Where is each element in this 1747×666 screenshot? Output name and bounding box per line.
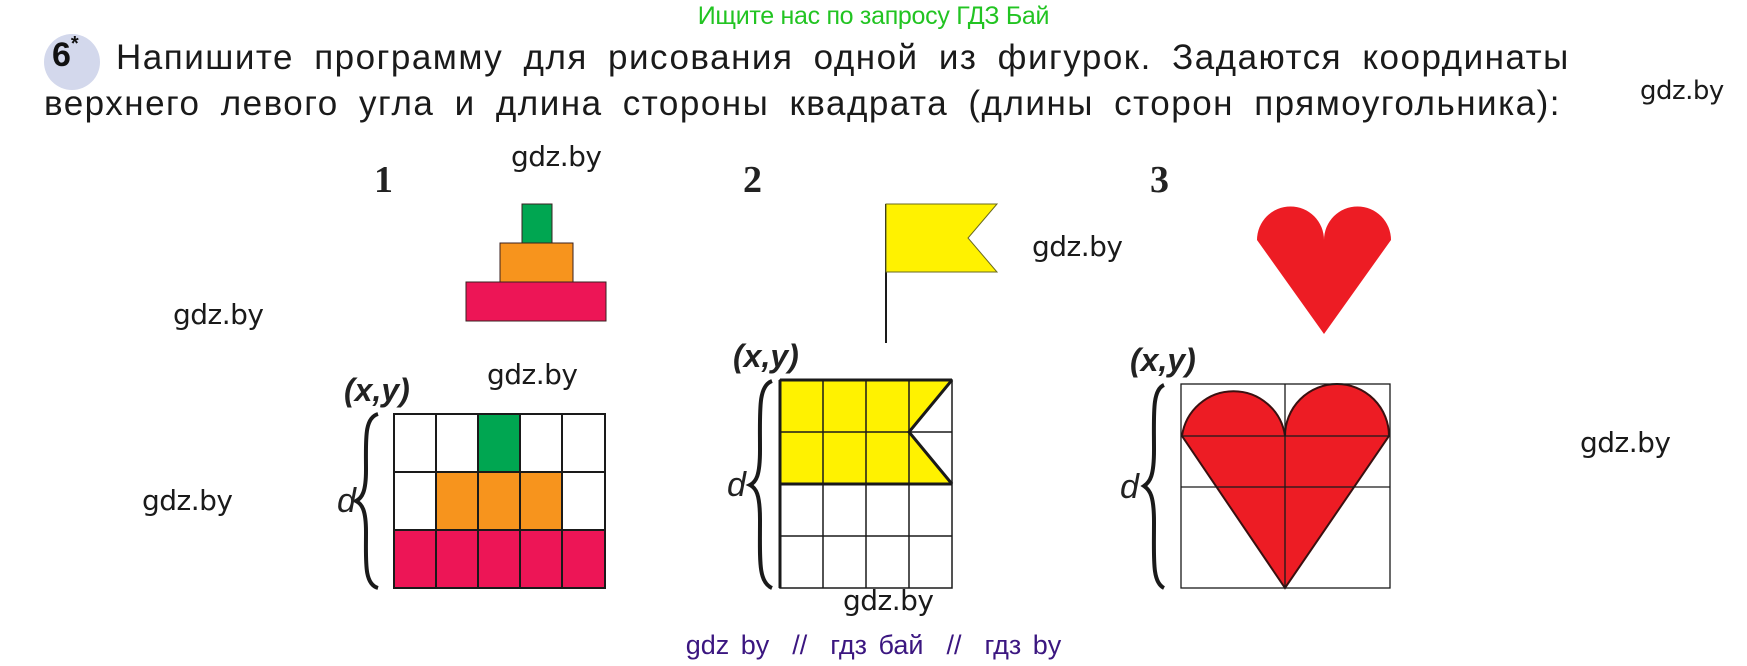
size-label-1: d: [337, 482, 356, 520]
task-difficulty-marker: *: [70, 32, 79, 55]
pyramid-grid: [393, 413, 606, 589]
coord-label-1: (x,y): [344, 372, 410, 408]
watermark-label: gdz.by: [843, 584, 934, 617]
watermark-banner: Ищите нас по запросу ГДЗ Бай: [697, 2, 1050, 30]
flag-grid: [778, 378, 954, 589]
task-text-line-2: верхнего левого угла и длина стороны ква…: [44, 84, 1562, 123]
heart-figure: [1257, 206, 1391, 334]
task-number: 6*: [52, 32, 79, 75]
task-number-badge: [44, 34, 100, 90]
brace-icon: [745, 379, 774, 590]
figure-number-1: 1: [374, 159, 393, 201]
watermark-label: gdz.by: [487, 358, 578, 391]
heart-grid: [1180, 383, 1391, 590]
pyramid-figure: [465, 203, 607, 322]
watermark-label: gdz.by: [173, 298, 264, 331]
footer-watermark: gdz by // гдз бай // гдз by: [685, 630, 1062, 660]
watermark-label: gdz.by: [142, 484, 233, 517]
flag-figure: [885, 203, 999, 343]
coord-label-3: (x,y): [1130, 342, 1196, 378]
size-label-2: d: [727, 466, 746, 504]
size-label-3: d: [1120, 468, 1139, 506]
brace-icon: [1140, 383, 1166, 590]
watermark-label: gdz.by: [1580, 426, 1671, 459]
figure-number-2: 2: [743, 159, 762, 201]
watermark-label: gdz.by: [511, 140, 602, 173]
task-number-value: 6: [52, 36, 71, 74]
coord-label-2: (x,y): [733, 338, 799, 374]
watermark-label: gdz.by: [1640, 76, 1724, 106]
task-text-line-1: Напишите программу для рисования одной и…: [116, 38, 1570, 77]
figure-number-3: 3: [1150, 159, 1169, 201]
brace-icon: [351, 412, 379, 590]
watermark-label: gdz.by: [1032, 230, 1123, 263]
